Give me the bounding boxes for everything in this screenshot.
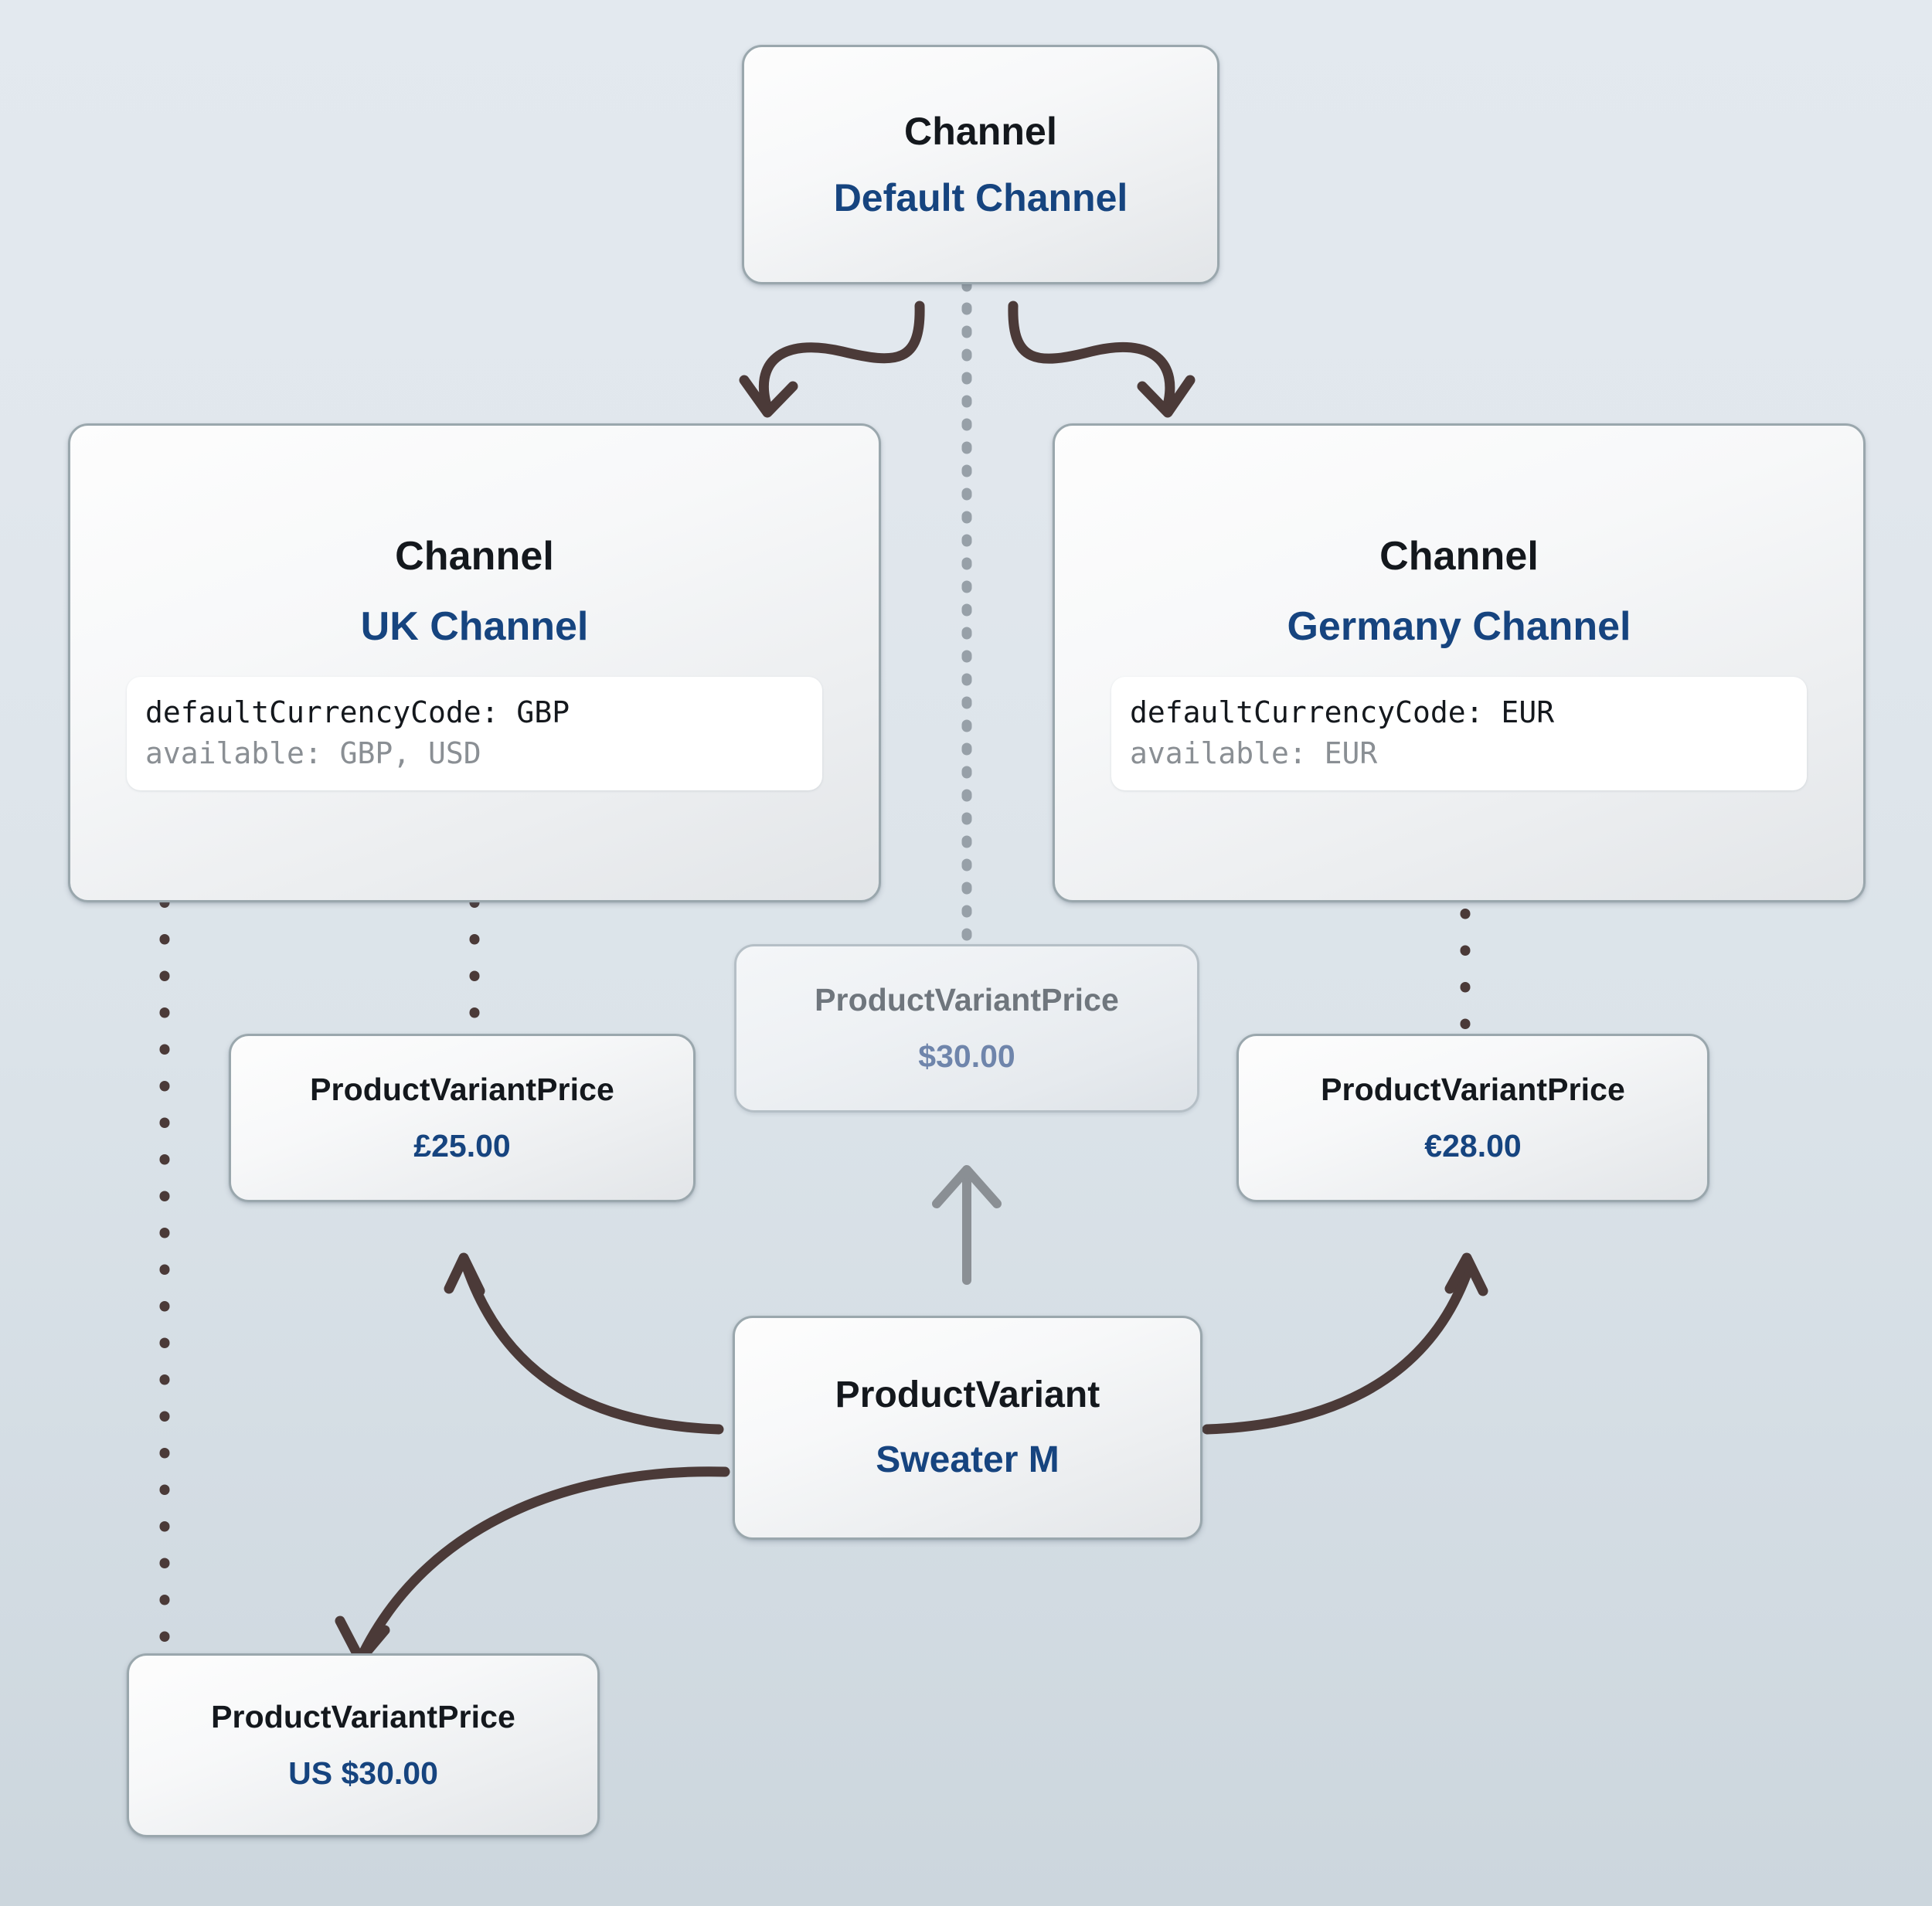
node-price-usd[interactable]: ProductVariantPrice US $30.00: [127, 1653, 600, 1837]
node-name-label: Germany Channel: [1287, 603, 1631, 649]
code-line-default-currency: defaultCurrencyCode: GBP: [145, 695, 570, 730]
edge-variant-to-price-gbp: [444, 1252, 724, 1435]
node-type-label: ProductVariantPrice: [1321, 1071, 1625, 1107]
node-price-gbp[interactable]: ProductVariantPrice £25.00: [229, 1034, 696, 1202]
node-product-variant[interactable]: ProductVariant Sweater M: [733, 1316, 1202, 1540]
node-type-label: ProductVariantPrice: [211, 1698, 515, 1734]
uk-channel-code-panel: defaultCurrencyCode: GBP available: GBP,…: [127, 677, 822, 791]
node-type-label: ProductVariantPrice: [310, 1071, 614, 1107]
code-line-available: available: GBP, USD: [145, 736, 481, 770]
node-name-label: £25.00: [413, 1128, 511, 1164]
germany-channel-code-panel: defaultCurrencyCode: EUR available: EUR: [1111, 677, 1807, 791]
node-default-channel[interactable]: Channel Default Channel: [742, 45, 1219, 284]
node-price-usd-default[interactable]: ProductVariantPrice $30.00: [734, 944, 1199, 1113]
node-type-label: ProductVariant: [835, 1374, 1100, 1415]
node-type-label: Channel: [904, 109, 1057, 153]
node-name-label: UK Channel: [360, 603, 589, 649]
node-name-label: €28.00: [1424, 1128, 1522, 1164]
node-type-label: Channel: [395, 533, 554, 579]
node-uk-channel[interactable]: Channel UK Channel defaultCurrencyCode: …: [68, 423, 881, 902]
node-type-label: ProductVariantPrice: [815, 981, 1119, 1018]
node-name-label: $30.00: [918, 1038, 1015, 1074]
edge-default-to-germany: [1008, 301, 1196, 418]
code-line-default-currency: defaultCurrencyCode: EUR: [1130, 695, 1555, 730]
node-name-label: Sweater M: [876, 1439, 1060, 1480]
node-name-label: US $30.00: [288, 1755, 438, 1791]
edge-default-to-uk: [739, 301, 925, 418]
node-germany-channel[interactable]: Channel Germany Channel defaultCurrencyC…: [1053, 423, 1866, 902]
edge-variant-to-price-usd: [335, 1466, 730, 1665]
code-line-available: available: EUR: [1130, 736, 1378, 770]
node-name-label: Default Channel: [833, 176, 1128, 219]
edge-variant-to-price-usd-default: [932, 1165, 1002, 1285]
node-price-eur[interactable]: ProductVariantPrice €28.00: [1236, 1034, 1709, 1202]
node-type-label: Channel: [1379, 533, 1539, 579]
edge-variant-to-price-eur: [1202, 1252, 1488, 1435]
